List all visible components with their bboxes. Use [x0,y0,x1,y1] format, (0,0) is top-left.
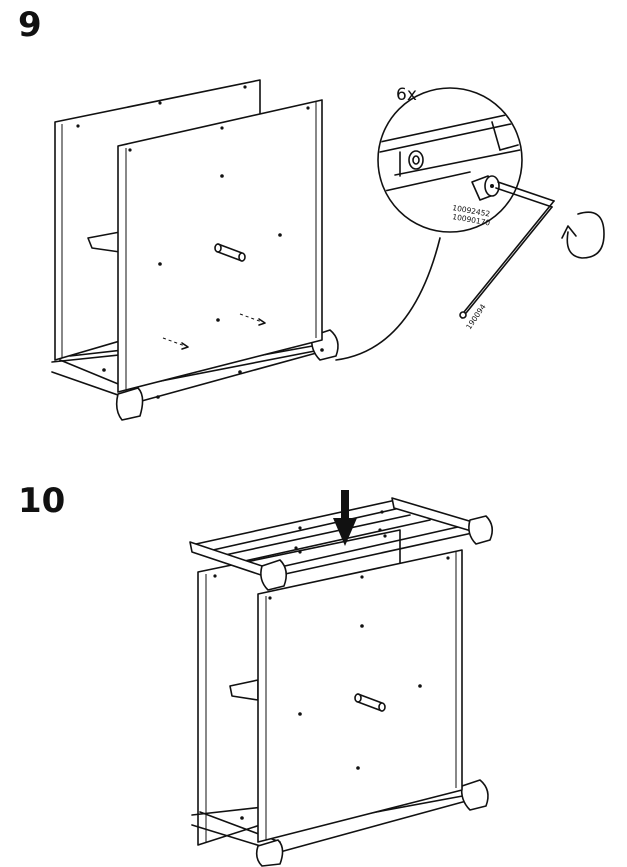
step-9-illustration: 6x 10092452 10090170 190094 [51,79,605,421]
front-left-foot [115,387,144,421]
step-10-illustration [189,490,494,867]
allen-key-icon [459,181,555,319]
insert-guide-1 [162,337,186,347]
top-frame [189,497,494,591]
dowel-10 [354,693,386,712]
step-9-number: 9 [18,5,42,45]
cam-screw [471,175,500,201]
top-right-foot [468,515,494,545]
down-arrow-icon [333,490,357,546]
step-10-number: 10 [18,481,66,521]
dowel [214,243,246,262]
rotation-arrow-icon [561,211,605,259]
zoom-connector [335,237,441,361]
top-left-foot [260,559,288,591]
front-left-foot-10 [255,839,284,867]
detail-callout: 6x 10092452 10090170 190094 [377,85,555,331]
insert-guide-2 [239,313,263,323]
quantity-label: 6x [396,85,417,105]
back-right-foot-10 [460,779,489,811]
